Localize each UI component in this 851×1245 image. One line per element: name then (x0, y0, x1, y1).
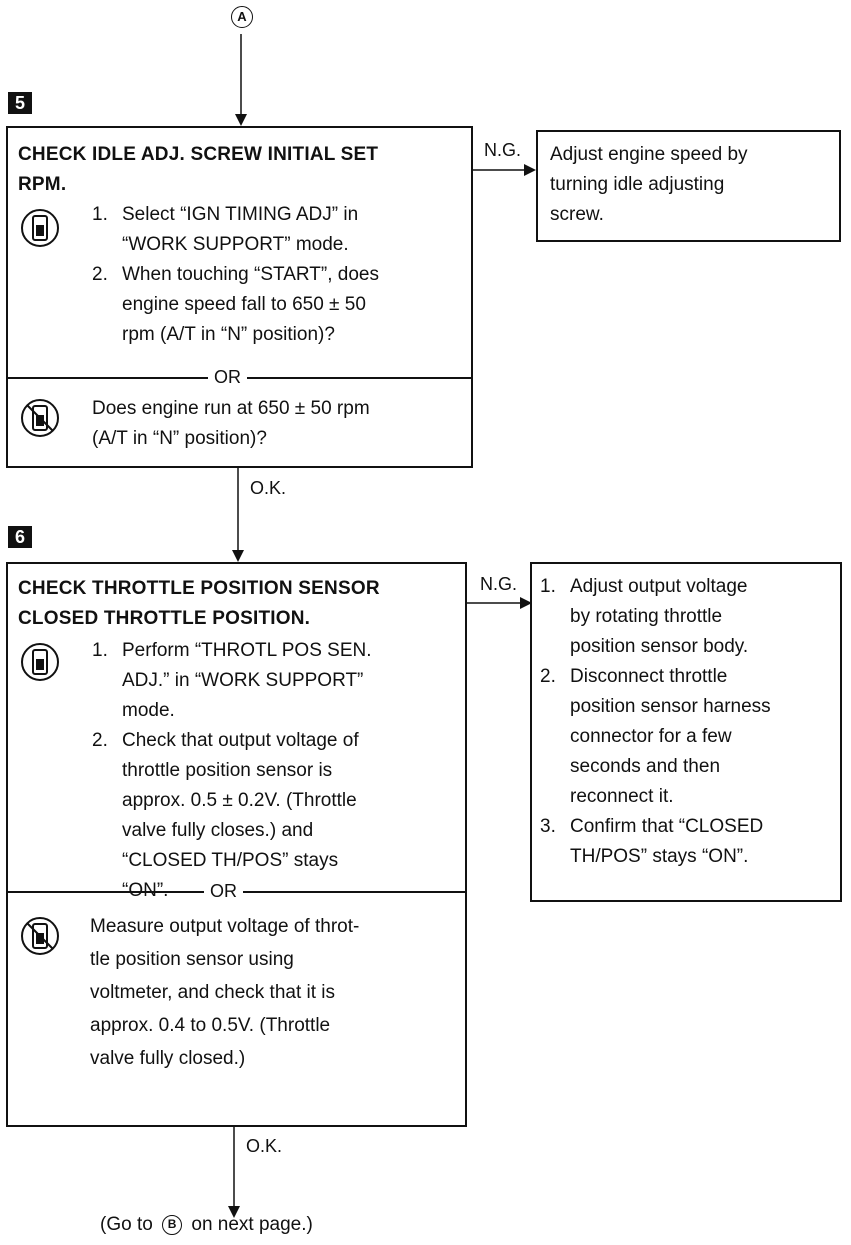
step-5-badge: 5 (8, 92, 32, 114)
no-consult-tester-icon (21, 917, 59, 955)
step-6-check-box: CHECK THROTTLE POSITION SENSOR CLOSED TH… (6, 562, 467, 1127)
step-6-item-1: 1. Perform “THROTL POS SEN. ADJ.” in “WO… (92, 640, 372, 721)
step-5-ok-label: O.K. (250, 478, 287, 498)
step-6-badge: 6 (8, 526, 32, 548)
step-5-ng-label: N.G. (484, 140, 522, 160)
step-6-title-line1: CHECK THROTTLE POSITION SENSOR (18, 578, 380, 599)
step-6-ng-item-3: 3. Confirm that “CLOSED TH/POS” stays “O… (540, 816, 764, 867)
step-6-ng-item-2: 2. Disconnect throttle position sensor h… (540, 666, 771, 807)
connector-a-label: A (237, 9, 247, 24)
step-6-title-line2: CLOSED THROTTLE POSITION. (18, 608, 311, 629)
step-5-without-tool-text: Does engine run at 650 ± 50 rpm (A/T in … (92, 398, 370, 449)
next-page-note: (Go to B on next page.) (100, 1214, 313, 1235)
step-5-or-divider: OR (8, 362, 471, 392)
consult-tester-icon (21, 209, 59, 247)
step-5-title-line2: RPM. (18, 174, 67, 195)
step-5-item-1: 1. Select “IGN TIMING ADJ” in “WORK SUPP… (92, 204, 359, 255)
step-5-or-label: OR (208, 362, 247, 392)
step-6-ng-item-1: 1. Adjust output voltage by rotating thr… (540, 576, 749, 657)
step-5-ng-action-box: Adjust engine speed by turning idle adju… (536, 130, 841, 242)
connector-a-symbol: A (231, 6, 253, 28)
step-6-or-label: OR (204, 876, 243, 906)
step-6-without-tool-text: Measure output voltage of throt- tle pos… (90, 916, 360, 1069)
consult-tester-icon (21, 643, 59, 681)
step-6-item-2: 2. Check that output voltage of throttle… (92, 730, 359, 901)
step-6-or-divider: OR (8, 876, 465, 906)
step-5-item-2: 2. When touching “START”, does engine sp… (92, 264, 379, 345)
step-6-with-tool-list: 1. Perform “THROTL POS SEN. ADJ.” in “WO… (92, 636, 462, 906)
step-5-check-box: CHECK IDLE ADJ. SCREW INITIAL SET RPM. 1… (6, 126, 473, 468)
step-5-with-tool-list: 1. Select “IGN TIMING ADJ” in “WORK SUPP… (92, 200, 462, 350)
step-6-ok-label: O.K. (246, 1136, 283, 1156)
step-6-ng-label: N.G. (480, 574, 518, 594)
connector-b-symbol: B (162, 1214, 183, 1235)
step-5-title-line1: CHECK IDLE ADJ. SCREW INITIAL SET (18, 144, 379, 165)
step-6-ng-action-box: 1. Adjust output voltage by rotating thr… (530, 562, 842, 902)
no-consult-tester-icon (21, 399, 59, 437)
